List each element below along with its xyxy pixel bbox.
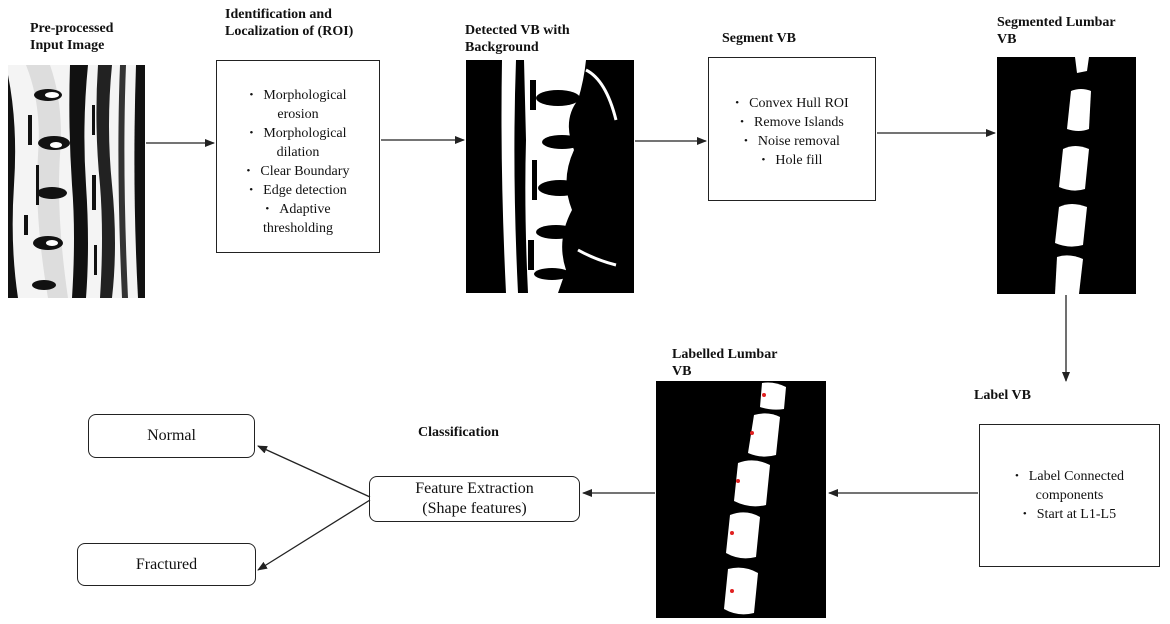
label-steps-list: Label Connected components Start at L1-L… bbox=[980, 467, 1159, 524]
label-step: Start at L1-L5 bbox=[980, 505, 1159, 524]
roi-step: Morphological bbox=[217, 124, 379, 143]
roi-process-box: Morphological erosion Morphological dila… bbox=[216, 60, 380, 253]
segment-step: Noise removal bbox=[709, 132, 875, 151]
roi-step-cont: thresholding bbox=[263, 221, 333, 236]
normal-label: Normal bbox=[147, 427, 196, 444]
arrow-feature-to-normal bbox=[257, 445, 371, 498]
input-image-title: Pre-processed Input Image bbox=[30, 20, 113, 54]
title-line: Segmented Lumbar bbox=[997, 15, 1116, 30]
feature-extraction-box: Feature Extraction (Shape features) bbox=[369, 476, 580, 522]
title-line: Labelled Lumbar bbox=[672, 347, 778, 362]
labelled-lumbar-vb-image bbox=[656, 381, 826, 618]
detected-vb-title: Detected VB with Background bbox=[465, 22, 570, 56]
feature-extraction-line2: (Shape features) bbox=[422, 500, 527, 517]
segment-step: Hole fill bbox=[709, 151, 875, 170]
segmented-lumbar-vb-image bbox=[997, 57, 1136, 294]
segment-step: Convex Hull ROI bbox=[709, 94, 875, 113]
classification-title: Classification bbox=[418, 425, 499, 440]
label-step-cont: components bbox=[1035, 488, 1104, 503]
roi-title: Identification and Localization of (ROI) bbox=[225, 6, 353, 40]
roi-step-cont: erosion bbox=[277, 107, 319, 122]
fractured-label: Fractured bbox=[135, 555, 198, 573]
fractured-class-box: Fractured bbox=[77, 543, 256, 586]
normal-class-box: Normal bbox=[88, 414, 255, 458]
segment-step: Remove Islands bbox=[709, 113, 875, 132]
label-markers bbox=[730, 393, 766, 593]
segment-process-box: Convex Hull ROI Remove Islands Noise rem… bbox=[708, 57, 876, 201]
roi-step: Adaptive bbox=[217, 200, 379, 219]
title-line: Pre-processed bbox=[30, 21, 114, 36]
title-line: Input Image bbox=[30, 38, 105, 53]
title-line: Localization of (ROI) bbox=[225, 24, 354, 39]
title-line: Background bbox=[465, 40, 539, 55]
segment-vb-title: Segment VB bbox=[722, 31, 797, 46]
labelled-lumbar-title: Labelled Lumbar VB bbox=[672, 346, 777, 380]
preprocessed-input-image bbox=[8, 65, 145, 298]
roi-step: Clear Boundary bbox=[217, 162, 379, 181]
title-line: Identification and bbox=[225, 7, 332, 22]
title-line: VB bbox=[672, 364, 692, 379]
segment-steps-list: Convex Hull ROI Remove Islands Noise rem… bbox=[709, 94, 875, 170]
roi-step-cont: dilation bbox=[276, 145, 320, 160]
arrow-feature-to-fractured bbox=[257, 499, 371, 571]
label-process-box: Label Connected components Start at L1-L… bbox=[979, 424, 1160, 567]
title-line: Detected VB with bbox=[465, 23, 570, 38]
roi-step: Edge detection bbox=[217, 181, 379, 200]
segmented-lumbar-title: Segmented Lumbar VB bbox=[997, 14, 1116, 48]
feature-extraction-line1: Feature Extraction bbox=[415, 480, 534, 497]
label-vb-title: Label VB bbox=[974, 388, 1031, 403]
title-line: VB bbox=[997, 32, 1017, 47]
label-step: Label Connected bbox=[980, 467, 1159, 486]
roi-step: Morphological bbox=[217, 86, 379, 105]
detected-vb-image bbox=[466, 60, 634, 293]
roi-steps-list: Morphological erosion Morphological dila… bbox=[217, 86, 379, 238]
